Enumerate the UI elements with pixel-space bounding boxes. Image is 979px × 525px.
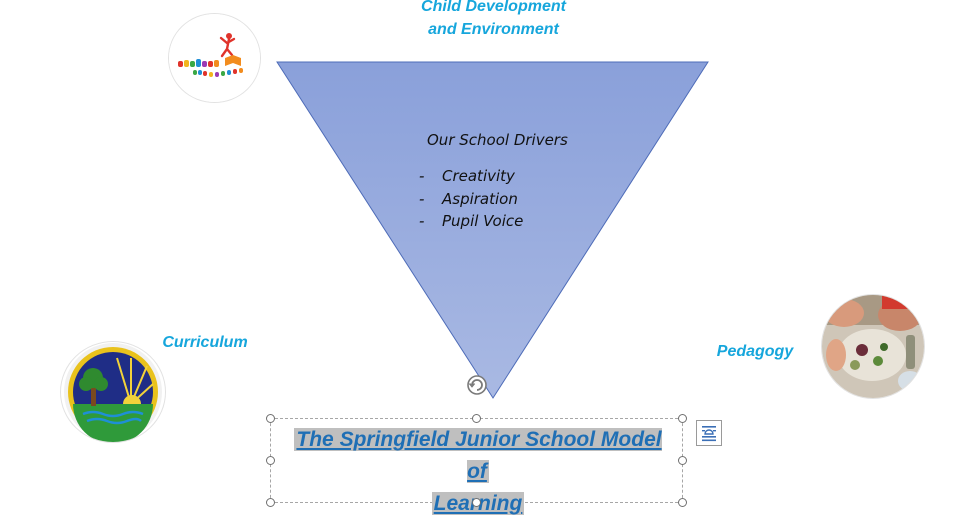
- list-item: - Pupil Voice: [419, 210, 523, 233]
- resize-handle-bottom[interactable]: [472, 498, 481, 507]
- model-title[interactable]: The Springfield Junior School Model of L…: [286, 424, 670, 520]
- resize-handle-bottom-right[interactable]: [678, 498, 687, 507]
- label-curriculum: Curriculum: [162, 334, 248, 351]
- list-item: - Aspiration: [419, 188, 523, 211]
- resize-handle-bottom-left[interactable]: [266, 498, 275, 507]
- resize-handle-top-right[interactable]: [678, 414, 687, 423]
- list-bullet: -: [419, 189, 425, 208]
- driver-aspiration: Aspiration: [442, 189, 518, 208]
- layout-options-icon: [702, 426, 716, 442]
- resize-handle-top[interactable]: [472, 414, 481, 423]
- spring-into-learning-logo: [169, 14, 260, 102]
- rotate-handle-icon[interactable]: [466, 374, 488, 396]
- list-bullet: -: [419, 167, 425, 185]
- label-child-development-line1: Child Development: [421, 0, 566, 15]
- resize-handle-top-left[interactable]: [266, 414, 275, 423]
- label-child-development: Child Development and Environment: [380, 0, 607, 41]
- label-child-development-line2: and Environment: [428, 21, 559, 38]
- drivers-title: Our School Drivers: [427, 131, 568, 149]
- driver-pupil-voice: Pupil Voice: [442, 212, 524, 230]
- drivers-triangle-shape[interactable]: [276, 60, 710, 400]
- list-item: - Creativity: [419, 165, 523, 188]
- spring-logo-graphic: [169, 14, 260, 102]
- drivers-list: - Creativity - Aspiration - Pupil Voice: [419, 165, 523, 233]
- pedagogy-photo-graphic: [822, 295, 924, 398]
- resize-handle-left[interactable]: [266, 456, 275, 465]
- label-pedagogy: Pedagogy: [716, 343, 794, 360]
- school-crest-graphic: [64, 343, 162, 442]
- resize-handle-right[interactable]: [678, 456, 687, 465]
- pedagogy-photo: [822, 295, 924, 398]
- driver-creativity: Creativity: [442, 167, 515, 185]
- school-crest-logo: [61, 342, 165, 442]
- model-title-line1: The Springfield Junior School Model of: [294, 428, 662, 483]
- list-bullet: -: [419, 212, 425, 230]
- layout-options-button[interactable]: [696, 420, 722, 446]
